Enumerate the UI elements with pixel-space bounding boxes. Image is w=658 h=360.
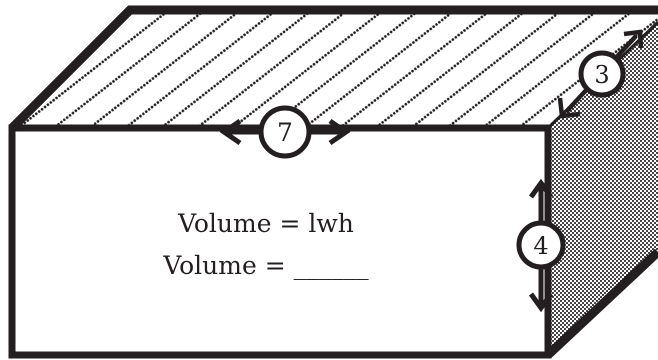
height-label: 4 bbox=[533, 232, 548, 260]
formula-line-2: Volume = ______ bbox=[162, 251, 369, 280]
height-arrow: 4 bbox=[516, 178, 566, 313]
width-label: 3 bbox=[594, 61, 609, 89]
length-arrow: 7 bbox=[219, 105, 351, 159]
length-label-circle bbox=[258, 105, 312, 159]
width-label-circle bbox=[578, 50, 626, 98]
length-label: 7 bbox=[277, 118, 293, 147]
formula-line-1: Volume = lwh bbox=[177, 209, 354, 238]
height-label-circle bbox=[516, 220, 566, 270]
front-face bbox=[12, 128, 548, 355]
width-arrow: 3 bbox=[557, 29, 644, 119]
top-face bbox=[12, 10, 658, 128]
box-outline bbox=[8, 5, 658, 359]
